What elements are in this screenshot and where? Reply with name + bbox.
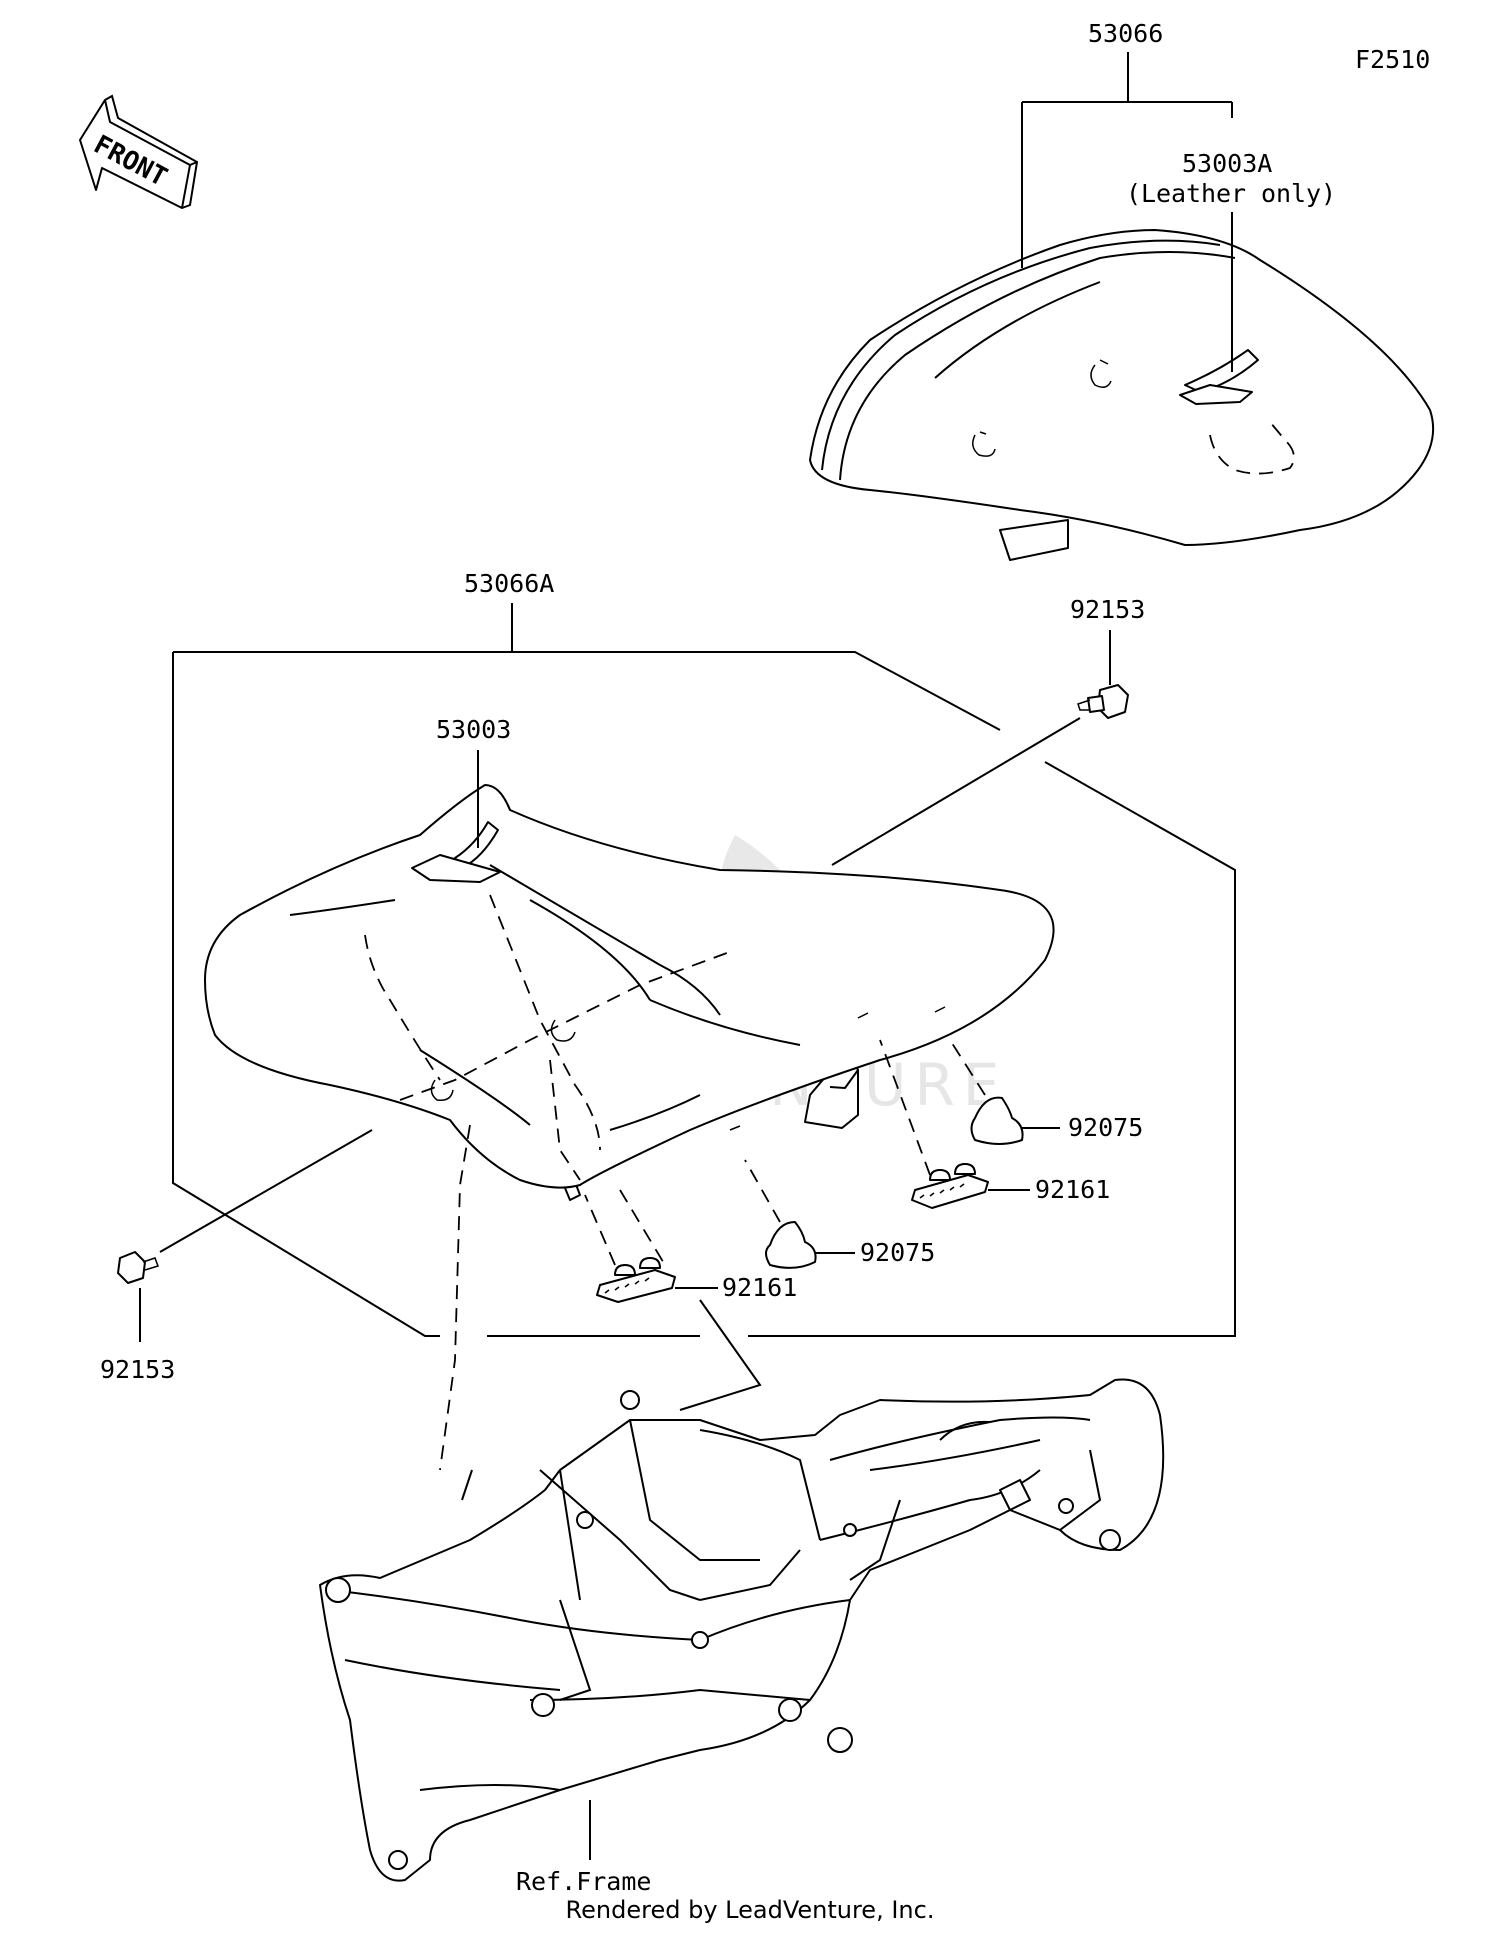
rear-frame — [319, 1378, 1165, 1882]
label-92153-right: 92153 — [1070, 595, 1145, 624]
label-53003A: 53003A — [1182, 149, 1272, 178]
damper-right: 92075 — [949, 1039, 1143, 1145]
label-92153-left: 92153 — [100, 1355, 175, 1384]
diagram-id: F2510 — [1355, 45, 1430, 74]
seat-leather-assembly — [809, 229, 1435, 561]
callout-ref-frame: Ref.Frame — [516, 1800, 651, 1896]
callout-53003: 53003 — [436, 715, 511, 848]
label-leather-only: (Leather only) — [1126, 179, 1336, 208]
label-ref-frame: Ref.Frame — [516, 1867, 651, 1896]
clip-left: 92161 — [584, 1189, 797, 1411]
callout-53066: 53066 53003A (Leather only) — [1021, 19, 1336, 372]
label-92161-left: 92161 — [722, 1273, 797, 1302]
label-92161-right: 92161 — [1035, 1175, 1110, 1204]
label-53003: 53003 — [436, 715, 511, 744]
bolt-left: 92153 — [100, 1129, 373, 1384]
front-arrow-icon: FRONT — [79, 94, 199, 209]
seat-main — [204, 784, 1055, 1471]
label-53066: 53066 — [1088, 19, 1163, 48]
label-92075-right: 92075 — [1068, 1113, 1143, 1142]
label-92075-center: 92075 — [860, 1238, 935, 1267]
footer-credit: Rendered by LeadVenture, Inc. — [565, 1896, 935, 1924]
clip-right: 92161 — [879, 1039, 1110, 1209]
bolt-right: 92153 — [831, 595, 1145, 866]
damper-center: 92075 — [744, 1159, 935, 1269]
seat-assembly-box: 53066A — [172, 569, 1236, 1337]
label-53066A: 53066A — [464, 569, 554, 598]
